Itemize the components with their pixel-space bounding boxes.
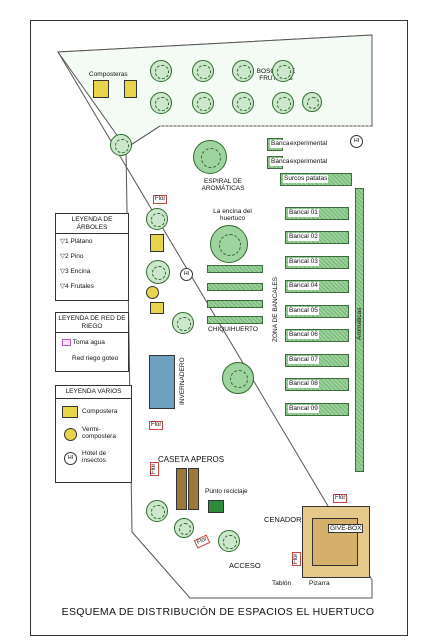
- hotel-insectos-2: HI: [180, 268, 193, 281]
- banca-2-label: experimental: [290, 158, 328, 165]
- legend-arboles-title: LEYENDA DE ÁRBOLES: [56, 214, 128, 234]
- fruit-tree-3: [232, 60, 254, 82]
- hotel-insectos-1: HI: [350, 135, 363, 148]
- fruit-tree-5: [150, 92, 172, 114]
- legend-varios: LEYENDA VARIOS Compostera Vermi-composte…: [55, 385, 132, 483]
- tree-center-1: [222, 362, 254, 394]
- legend-riego: LEYENDA DE RED DE RIEGO Toma agua Red ri…: [55, 312, 129, 372]
- bancal-06: Bancal 06: [285, 329, 349, 342]
- compostera-1: [93, 80, 109, 98]
- banca-2: Banca: [267, 156, 291, 169]
- legend-arboles-item-2: ▽2 Pino: [60, 253, 84, 260]
- acceso-label: ACCESO: [229, 561, 261, 570]
- cenador-label: CENADOR: [264, 515, 302, 524]
- flor-5: Flor: [333, 494, 348, 503]
- bancal-09: Bancal 09: [285, 403, 349, 416]
- legend-hotel-label: Hotel de insectos: [82, 450, 107, 464]
- flor-2: Flor: [149, 421, 164, 430]
- bancal-08: Bancal 08: [285, 378, 349, 391]
- chiquihuerto-bed-1: [207, 265, 263, 273]
- page-title: ESQUEMA DE DISTRIBUCIÓN DE ESPACIOS EL H…: [61, 606, 375, 618]
- legend-vermicompostera-icon: [64, 428, 77, 441]
- tree-left-4: [110, 134, 132, 156]
- legend-arboles-item-3: ▽3 Encina: [60, 268, 91, 275]
- punto-reciclaje-label: Punto reciclaje: [205, 488, 248, 495]
- fruit-tree-9: [302, 92, 322, 112]
- encina-label: La encina del huertuco: [213, 208, 252, 222]
- zona-bancales-label: ZONA DE BANCALES: [272, 276, 279, 342]
- tree-left-2: [146, 260, 170, 284]
- flor-6: Flor: [292, 551, 301, 566]
- chiquihuerto-bed-3: [207, 300, 263, 308]
- composteras-label: Composteras: [89, 71, 128, 78]
- chiquihuerto-bed-4: [207, 316, 263, 324]
- invernadero-label: INVERNADERO: [179, 357, 186, 405]
- bancal-03: Bancal 03: [285, 256, 349, 269]
- encina-tree: [210, 225, 248, 263]
- caseta-1: [176, 468, 187, 510]
- compostera-3: [150, 234, 164, 252]
- espiral-label: ESPIRAL DE AROMÁTICAS: [201, 178, 245, 192]
- fruit-tree-1: [150, 60, 172, 82]
- pizarra-label: Pizarra: [309, 580, 330, 587]
- tree-left-1: [146, 208, 168, 230]
- caseta-2: [188, 468, 199, 510]
- fruit-tree-7: [232, 92, 254, 114]
- legend-compostera-icon: [62, 406, 78, 418]
- compostera-2: [124, 80, 137, 98]
- fruit-tree-2: [192, 60, 214, 82]
- banca-1-label: experimental: [290, 140, 328, 147]
- banca-1: Banca: [267, 138, 291, 151]
- surcos-patatas: Surcos patatas: [280, 173, 352, 186]
- bancal-07: Bancal 07: [285, 354, 349, 367]
- vermicompostera-1: [146, 286, 159, 299]
- tree-left-3: [172, 312, 194, 334]
- flor-3: Flor: [150, 461, 159, 476]
- flor-1: Flor: [153, 195, 168, 204]
- tree-bottom-2: [174, 518, 194, 538]
- tablon-label: Tablón: [272, 580, 292, 587]
- espiral-aromaticas: [193, 140, 227, 174]
- legend-arboles-item-1: ▽1 Plátano: [60, 238, 93, 245]
- caseta-label: CASETA APEROS: [158, 455, 225, 464]
- fruit-tree-4: [272, 60, 294, 82]
- fruit-tree-8: [272, 92, 294, 114]
- bancal-01: Bancal 01: [285, 207, 349, 220]
- bancal-02: Bancal 02: [285, 231, 349, 244]
- chiquihuerto-label: CHIQUIHUERTO: [208, 326, 258, 333]
- fruit-tree-6: [192, 92, 214, 114]
- aromaticas-bed: [355, 188, 364, 472]
- legend-hotel-icon: HI: [64, 452, 77, 465]
- chiquihuerto-bed-2: [207, 283, 263, 291]
- aromaticas-label: Aromáticas: [356, 307, 363, 340]
- legend-arboles-item-4: ▽4 Frutales: [60, 283, 94, 290]
- punto-reciclaje: [208, 500, 224, 513]
- legend-riego-title: LEYENDA DE RED DE RIEGO: [56, 313, 128, 333]
- legend-arboles: LEYENDA DE ÁRBOLES ▽1 Plátano ▽2 Pino ▽3…: [55, 213, 129, 301]
- give-box-label: GIVE-BOX: [328, 524, 364, 533]
- legend-toma-agua: Toma agua: [62, 339, 128, 346]
- legend-compostera-label: Compostera: [82, 408, 118, 415]
- bancal-05: Bancal 05: [285, 305, 349, 318]
- bancal-04: Bancal 04: [285, 280, 349, 293]
- legend-red-riego: Red riego goteo: [72, 355, 119, 363]
- legend-varios-title: LEYENDA VARIOS: [56, 386, 131, 399]
- invernadero: [149, 355, 175, 409]
- tree-bottom-3: [218, 530, 240, 552]
- legend-vermicompostera-label: Vermi-compostera: [82, 426, 116, 440]
- compostera-4: [150, 302, 164, 314]
- tree-bottom-1: [146, 500, 168, 522]
